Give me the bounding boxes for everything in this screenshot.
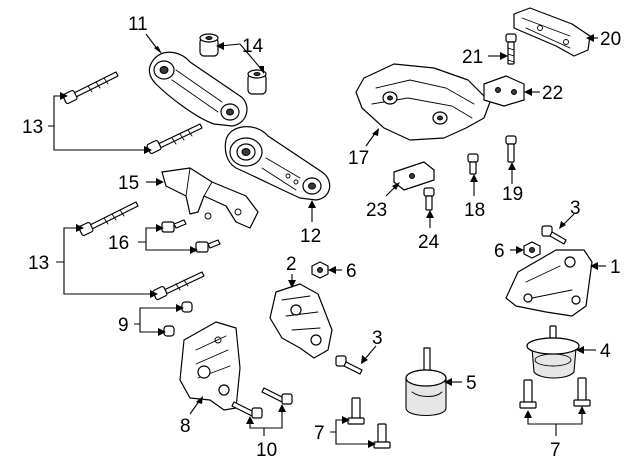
callout-16: 16 (108, 233, 129, 254)
part-9-caps (163, 301, 193, 337)
part-17-crossmember (355, 63, 491, 141)
callout-18: 18 (464, 200, 485, 221)
part-3-bolt-middle (335, 355, 363, 375)
part-10-bolts (231, 387, 293, 419)
callout-19: 19 (502, 184, 523, 205)
part-7-studs-right (519, 377, 591, 409)
part-11-torque-rod (148, 51, 248, 127)
callout-9: 9 (118, 315, 129, 336)
part-8-mount-bracket (179, 321, 241, 411)
callout-1: 1 (610, 257, 621, 278)
callout-20: 20 (600, 29, 621, 50)
callout-23: 23 (366, 200, 387, 221)
part-22-pad (483, 75, 525, 107)
part-20-bracket (513, 7, 591, 57)
part-15-bracket (161, 167, 259, 229)
callout-7-middle: 7 (314, 423, 325, 444)
part-14-bushings (199, 33, 267, 95)
callout-4: 4 (600, 341, 611, 362)
callout-6-right: 6 (494, 241, 505, 262)
callout-15: 15 (118, 173, 139, 194)
callout-5: 5 (466, 373, 477, 394)
callout-3-right: 3 (570, 198, 581, 219)
callout-13-lower: 13 (28, 253, 49, 274)
part-1-bracket (505, 249, 593, 317)
callout-7-right: 7 (550, 440, 561, 461)
callout-13-upper: 13 (22, 117, 43, 138)
callout-2: 2 (286, 254, 297, 275)
part-4-mount (526, 325, 580, 379)
callout-17: 17 (348, 148, 369, 169)
callout-labels: 11 14 13 15 12 16 13 2 6 9 3 5 8 10 7 7 … (22, 14, 621, 461)
callout-8: 8 (180, 416, 191, 437)
part-6-nut-right (523, 241, 541, 259)
part-16-bolts (161, 219, 221, 253)
part-7-studs-middle (347, 397, 391, 449)
part-2-bracket (269, 283, 333, 359)
part-5-cylinder-mount (405, 347, 447, 417)
part-12-lower-torque-rod (224, 126, 331, 201)
part-3-bolt-right (541, 225, 567, 245)
part-23-clip (393, 161, 435, 191)
callout-22: 22 (542, 83, 563, 104)
part-24-bolt (423, 187, 435, 211)
leader-lines (48, 33, 606, 448)
callout-21: 21 (462, 47, 483, 68)
callout-24: 24 (418, 232, 440, 253)
part-19-bolt (505, 135, 517, 163)
part-21-bolt (505, 33, 517, 65)
callout-6-middle: 6 (346, 261, 357, 282)
callout-14: 14 (242, 36, 264, 57)
callout-12: 12 (300, 226, 321, 247)
part-6-nut-middle (311, 261, 329, 279)
part-18-bolt (467, 153, 479, 175)
callout-11: 11 (128, 14, 148, 35)
callout-3-middle: 3 (372, 328, 383, 349)
part-13-bolts-lower (78, 201, 205, 301)
callout-10: 10 (256, 440, 277, 461)
